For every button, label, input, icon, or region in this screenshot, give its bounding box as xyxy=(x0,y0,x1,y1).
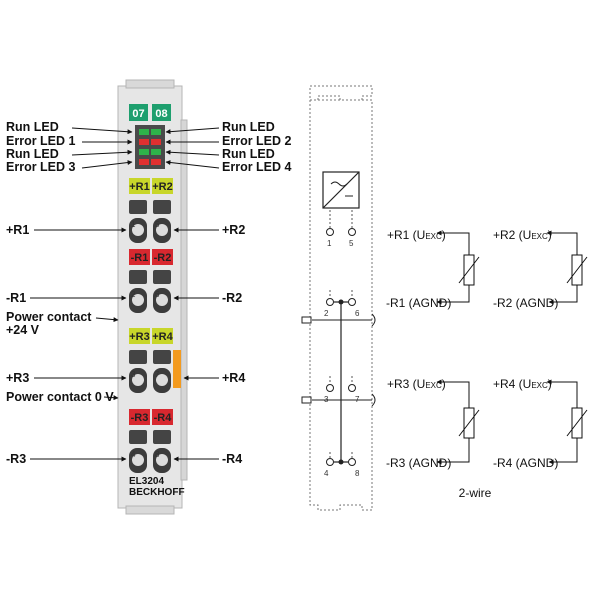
sensor-3-minus: -R3 (AGND) xyxy=(386,456,451,470)
module-pin-4: 4 xyxy=(131,450,136,459)
tag-plus-r2-text: +R2 xyxy=(152,181,173,193)
module-top-latch xyxy=(125,79,175,89)
left-power-contact-24v-line1: Power contact xyxy=(6,310,92,324)
module-pin-7: 7 xyxy=(155,370,160,379)
tag-plus-r3-text: +R3 xyxy=(129,331,150,343)
left-power-contact-0v: Power contact 0 V xyxy=(6,390,114,404)
right-plus-r2: +R2 xyxy=(222,223,245,237)
tag-minus-r2-text: -R2 xyxy=(154,252,172,264)
tag-minus-r3 xyxy=(129,409,150,425)
power-contact-orange xyxy=(173,350,181,388)
left-minus-r3: -R3 xyxy=(6,452,26,466)
tag-plus-r1-text: +R1 xyxy=(129,181,150,193)
sensor-2-plus: +R2 (UEXC) xyxy=(493,228,552,242)
right-run-led-1: Run LED xyxy=(222,120,275,134)
sch-pin-2: 2 xyxy=(324,309,329,318)
left-minus-r1: -R1 xyxy=(6,291,26,305)
sch-pin-4: 4 xyxy=(324,469,329,478)
right-plus-r4: +R4 xyxy=(222,371,245,385)
tag-plus-r4-text: +R4 xyxy=(152,331,173,343)
tag-plus-r1 xyxy=(129,178,150,194)
sch-pin-8: 8 xyxy=(355,469,360,478)
terminal-block-2 xyxy=(129,270,171,313)
left-error-led-3: Error LED 3 xyxy=(6,160,76,174)
error-led-1 xyxy=(139,139,149,145)
right-minus-r2: -R2 xyxy=(222,291,242,305)
module-pin-2: 2 xyxy=(131,290,136,299)
tag-minus-r1 xyxy=(129,249,150,265)
tag-minus-r4-text: -R4 xyxy=(154,412,173,424)
tag-minus-r2 xyxy=(152,249,173,265)
channel-tag-08 xyxy=(152,104,171,121)
schematic: 1 5 2 6 3 7 4 8 xyxy=(301,85,376,511)
sch-pin-6: 6 xyxy=(355,309,360,318)
sch-pin-5: 5 xyxy=(349,239,354,248)
sensor-2-minus: -R2 (AGND) xyxy=(493,296,558,310)
terminal-block-3 xyxy=(129,350,171,393)
sensor-4: +R4 (UEXC) -R4 (AGND) xyxy=(493,377,588,470)
run-led-1-right xyxy=(151,129,161,135)
tag-minus-r3-text: -R3 xyxy=(131,412,149,424)
channel-tag-07-text: 07 xyxy=(132,108,144,120)
right-minus-r4: -R4 xyxy=(222,452,242,466)
sensor-3: +R3 (UEXC) -R3 (AGND) xyxy=(386,377,480,470)
left-error-led-1: Error LED 1 xyxy=(6,134,76,148)
tag-minus-r4 xyxy=(152,409,173,425)
left-plus-r3: +R3 xyxy=(6,371,29,385)
left-plus-r1: +R1 xyxy=(6,223,29,237)
module-model: EL3204 xyxy=(129,476,164,487)
right-error-led-4: Error LED 4 xyxy=(222,160,292,174)
module-pin-8: 8 xyxy=(155,450,160,459)
sensor-2: +R2 (UEXC) -R2 (AGND) xyxy=(493,228,588,310)
tag-minus-r1-text: -R1 xyxy=(131,252,149,264)
tag-plus-r3 xyxy=(129,328,150,344)
sch-pin-1: 1 xyxy=(327,239,332,248)
left-labels: Run LED Error LED 1 Run LED Error LED 3 … xyxy=(6,120,133,466)
error-led-4 xyxy=(151,159,161,165)
right-error-led-2: Error LED 2 xyxy=(222,134,292,148)
error-led-3 xyxy=(139,159,149,165)
left-power-contact-24v-line2: +24 V xyxy=(6,323,40,337)
left-run-led-1: Run LED xyxy=(6,120,59,134)
channel-tag-07 xyxy=(129,104,148,121)
module-pin-5: 5 xyxy=(155,220,160,229)
module-bottom-latch xyxy=(125,505,175,515)
wiring-mode-label: 2-wire xyxy=(459,486,492,500)
terminal-module: 07 08 +R1 +R2 -R1 -R2 xyxy=(117,79,188,515)
module-pin-1: 1 xyxy=(131,220,136,229)
module-pin-6: 6 xyxy=(155,290,160,299)
error-led-2 xyxy=(151,139,161,145)
tag-plus-r2 xyxy=(152,178,173,194)
terminal-block-4 xyxy=(129,430,171,473)
module-side-rail xyxy=(180,119,188,481)
run-led-1-left xyxy=(139,129,149,135)
module-brand: BECKHOFF xyxy=(129,487,185,498)
sensor-1: +R1 (UEXC) -R1 (AGND) xyxy=(386,228,480,310)
run-led-2-right xyxy=(151,149,161,155)
run-led-2-left xyxy=(139,149,149,155)
terminal-block-1 xyxy=(129,200,171,243)
right-labels: Run LED Error LED 2 Run LED Error LED 4 … xyxy=(165,120,292,466)
sensor-3-plus: +R3 (UEXC) xyxy=(387,377,446,391)
sensor-4-minus: -R4 (AGND) xyxy=(493,456,558,470)
tag-plus-r4 xyxy=(152,328,173,344)
sensor-1-minus: -R1 (AGND) xyxy=(386,296,451,310)
sensor-1-plus: +R1 (UEXC) xyxy=(387,228,446,242)
right-run-led-2: Run LED xyxy=(222,147,275,161)
channel-tag-08-text: 08 xyxy=(155,108,167,120)
sensor-4-plus: +R4 (UEXC) xyxy=(493,377,552,391)
left-run-led-2: Run LED xyxy=(6,147,59,161)
module-pin-3: 3 xyxy=(131,370,136,379)
